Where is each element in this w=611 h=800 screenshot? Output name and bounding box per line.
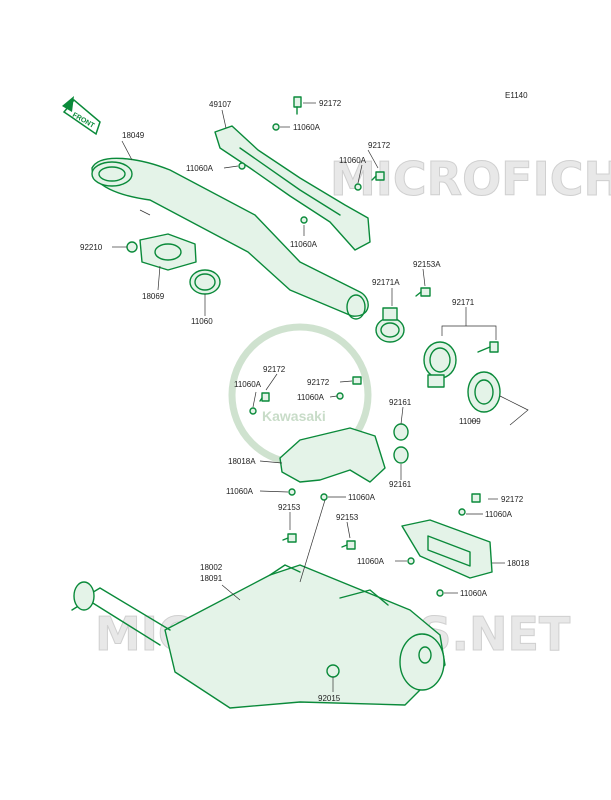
label-11060A: 11060A [293,123,321,132]
clamp-92171A [375,307,405,343]
watermark-text-top: MICROFICHES.NET [330,152,611,206]
label-18018A: 18018A [228,457,256,466]
gasket-18069 [139,233,197,271]
label-18002: 18002 [200,563,223,572]
label-11060A: 11060A [226,487,254,496]
label-11060: 11060 [191,317,213,326]
washer-icon [336,392,344,400]
washer-icon [436,589,444,597]
label-92210: 92210 [80,243,103,252]
nut-92015 [326,664,340,678]
label-49107: 49107 [209,100,232,109]
label-11060A: 11060A [357,557,385,566]
damper-92161-upper [393,423,409,441]
label-92172: 92172 [319,99,342,108]
washer-icon [407,557,415,565]
label-18018: 18018 [507,559,530,568]
label-92172: 92172 [307,378,330,387]
label-92171A: 92171A [372,278,400,287]
nut-92210 [126,241,138,253]
heat-guard-18018 [401,519,493,579]
label-92172: 92172 [263,365,286,374]
washer-icon [249,407,257,415]
damper-92161-lower [393,446,409,464]
gasket-11009 [467,371,501,413]
bolt-92153-left [282,533,297,543]
label-11060A: 11060A [297,393,325,402]
heat-guard-18018A [279,427,386,483]
leader-lines [112,102,529,692]
label-11060A: 11060A [339,156,367,165]
label-11060A: 11060A [234,380,262,389]
label-18049: 18049 [122,131,145,140]
label-92161: 92161 [389,480,412,489]
bolt-92153-mid [341,540,356,550]
bolt-92153A [415,287,431,297]
label-11060A: 11060A [485,510,513,519]
label-92153: 92153 [278,503,301,512]
kawasaki-logo-text: Kawasaki [262,408,326,424]
label-92172: 92172 [501,495,524,504]
bolt-92172-right [371,171,385,181]
washer-icon [288,488,296,496]
label-92015: 92015 [318,694,341,703]
label-11060A: 11060A [460,589,488,598]
front-arrow-icon: FRONT [62,96,101,136]
label-92172: 92172 [368,141,391,150]
label-92161: 92161 [389,398,412,407]
label-92153A: 92153A [413,260,441,269]
washer-icon [300,216,308,224]
heat-guard-49107 [214,125,371,251]
header-pipe-18049 [91,157,369,320]
bolt-92172-guard2 [352,376,362,385]
bolt-92172-top [293,96,302,115]
washer-icon [238,162,246,170]
washer-icon [272,123,280,131]
bolt-92171 [477,341,499,353]
bolt-92172-lower [471,493,481,503]
label-11060A: 11060A [348,493,376,502]
label-92171: 92171 [452,298,475,307]
washer-icon [320,493,328,501]
bolt-92172-guard [259,392,270,402]
label-18069: 18069 [142,292,165,301]
label-11060A: 11060A [186,164,214,173]
label-11009: 11009 [459,417,481,426]
diagram-code: E1140 [505,91,528,100]
washer-icon [458,508,466,516]
washer-icon [354,183,362,191]
clamp-92171 [423,341,457,388]
muffler-18002 [71,564,446,709]
label-11060A: 11060A [290,240,318,249]
label-18091: 18091 [200,574,223,583]
ring-11060 [189,269,221,295]
label-92153: 92153 [336,513,359,522]
